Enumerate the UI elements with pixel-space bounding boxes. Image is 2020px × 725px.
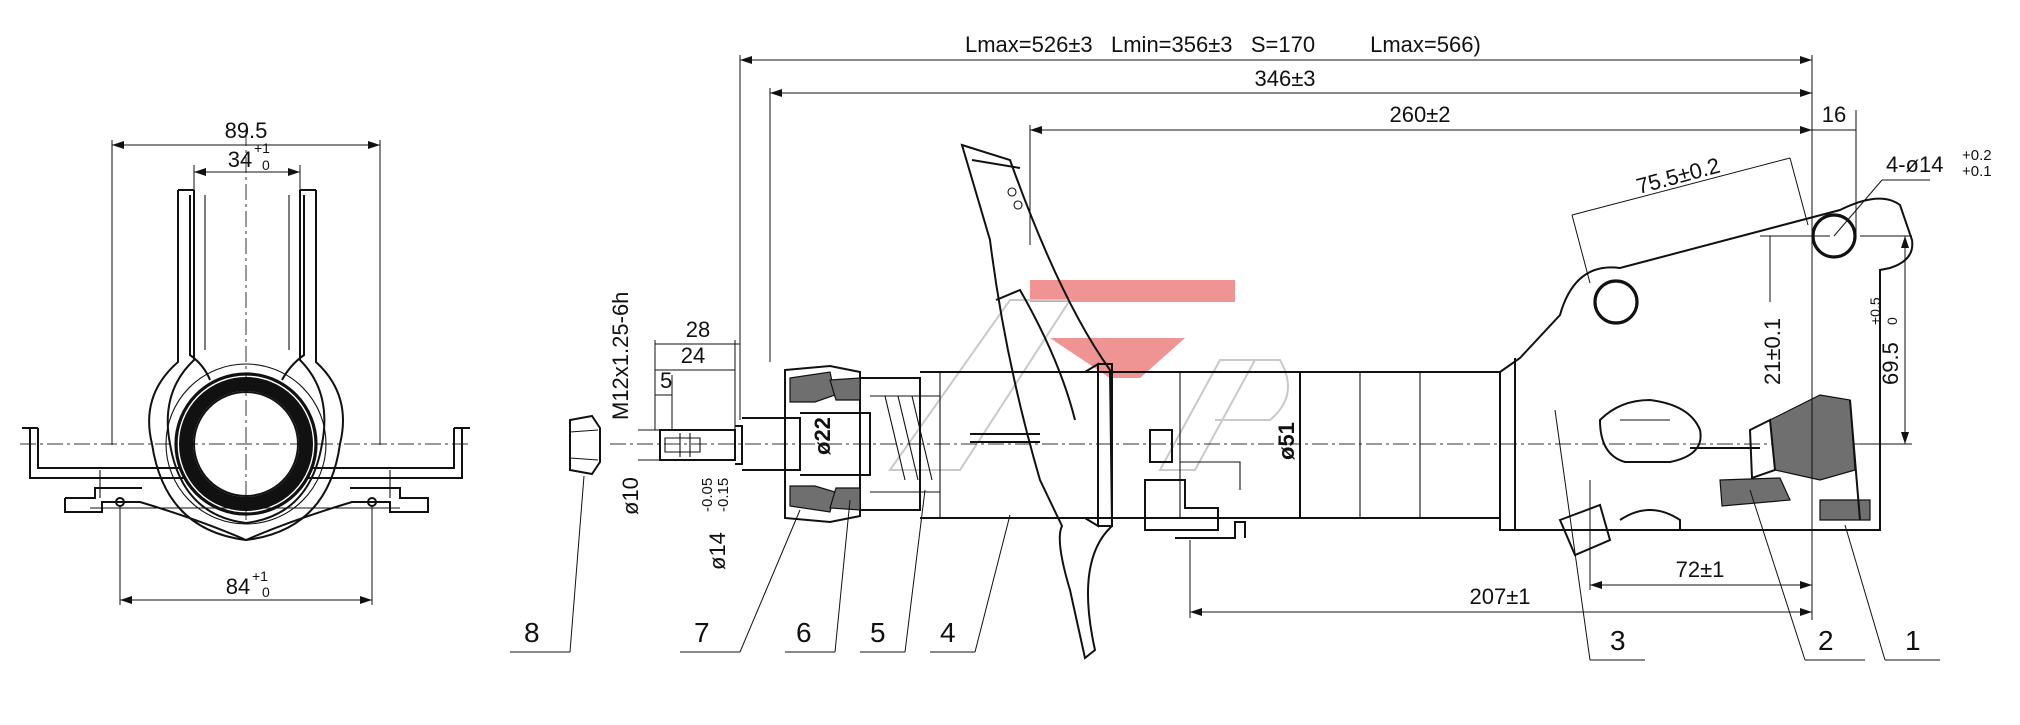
dim-height-69: 69.5 [1878, 342, 1903, 385]
callout-2: 2 [1818, 625, 1834, 656]
dim-length-207: 207±1 [1469, 584, 1530, 609]
brand-watermark [888, 280, 1289, 471]
dim-length-24: 24 [681, 343, 705, 368]
tol-lower: 0 [262, 157, 270, 173]
nut [569, 414, 601, 476]
dim-hole-spacing: 75.5±0.2 [1634, 153, 1723, 199]
dim-height-21: 21±0.1 [1760, 318, 1785, 385]
callout-3: 3 [1610, 625, 1626, 656]
dim-hole-spacing-bottom: 84 [226, 574, 250, 599]
callout-6: 6 [796, 617, 812, 648]
dim-holes: 4-ø14 [1886, 152, 1943, 177]
dim-length-72: 72±1 [1676, 557, 1725, 582]
tol-upper: +1 [254, 140, 270, 156]
dim-tube-51: ø51 [1274, 422, 1299, 460]
bracket-section-view: 89.5 34 +1 0 84 +1 0 [20, 118, 470, 605]
tol-lower: 0 [262, 584, 270, 600]
dim-length-5: 5 [660, 368, 672, 393]
tol-lower: +0.1 [1962, 163, 1992, 180]
main-dimensions: Lmax=526±3 Lmin=356±3 S=170 Lmax=566) 34… [608, 32, 1992, 620]
tol-lower: -0.15 [715, 478, 732, 512]
tol-upper: -0.05 [699, 478, 716, 512]
dim-inner-width: 34 [228, 147, 252, 172]
tol-lower: 0 [1884, 317, 1900, 325]
dim-offset-16: 16 [1822, 102, 1846, 127]
dim-length-28: 28 [686, 317, 710, 342]
dim-body-length: 260±2 [1389, 102, 1450, 127]
dim-bracket-width: 89.5 [225, 118, 268, 143]
dim-thread: M12x1.25-6h [608, 292, 633, 420]
tol-upper: +0.5 [1867, 297, 1883, 325]
tol-upper: +0.2 [1962, 147, 1992, 164]
callout-5: 5 [870, 617, 886, 648]
dim-rod-10: ø10 [618, 477, 643, 515]
callout-1: 1 [1905, 625, 1921, 656]
callout-4: 4 [940, 617, 956, 648]
dim-overall-length: 346±3 [1254, 66, 1315, 91]
shock-absorber-side-view: ø22 ø51 [569, 143, 1914, 660]
callout-7: 7 [694, 617, 710, 648]
dim-length-summary: Lmax=526±3 Lmin=356±3 S=170 Lmax=566) [965, 32, 1481, 57]
part-callouts: 8 7 6 5 4 3 2 1 [510, 409, 1940, 661]
tol-upper: +1 [252, 568, 268, 584]
callout-8: 8 [524, 617, 540, 648]
dim-rod-14: ø14 [705, 532, 730, 570]
dim-rod-22: ø22 [810, 417, 835, 455]
